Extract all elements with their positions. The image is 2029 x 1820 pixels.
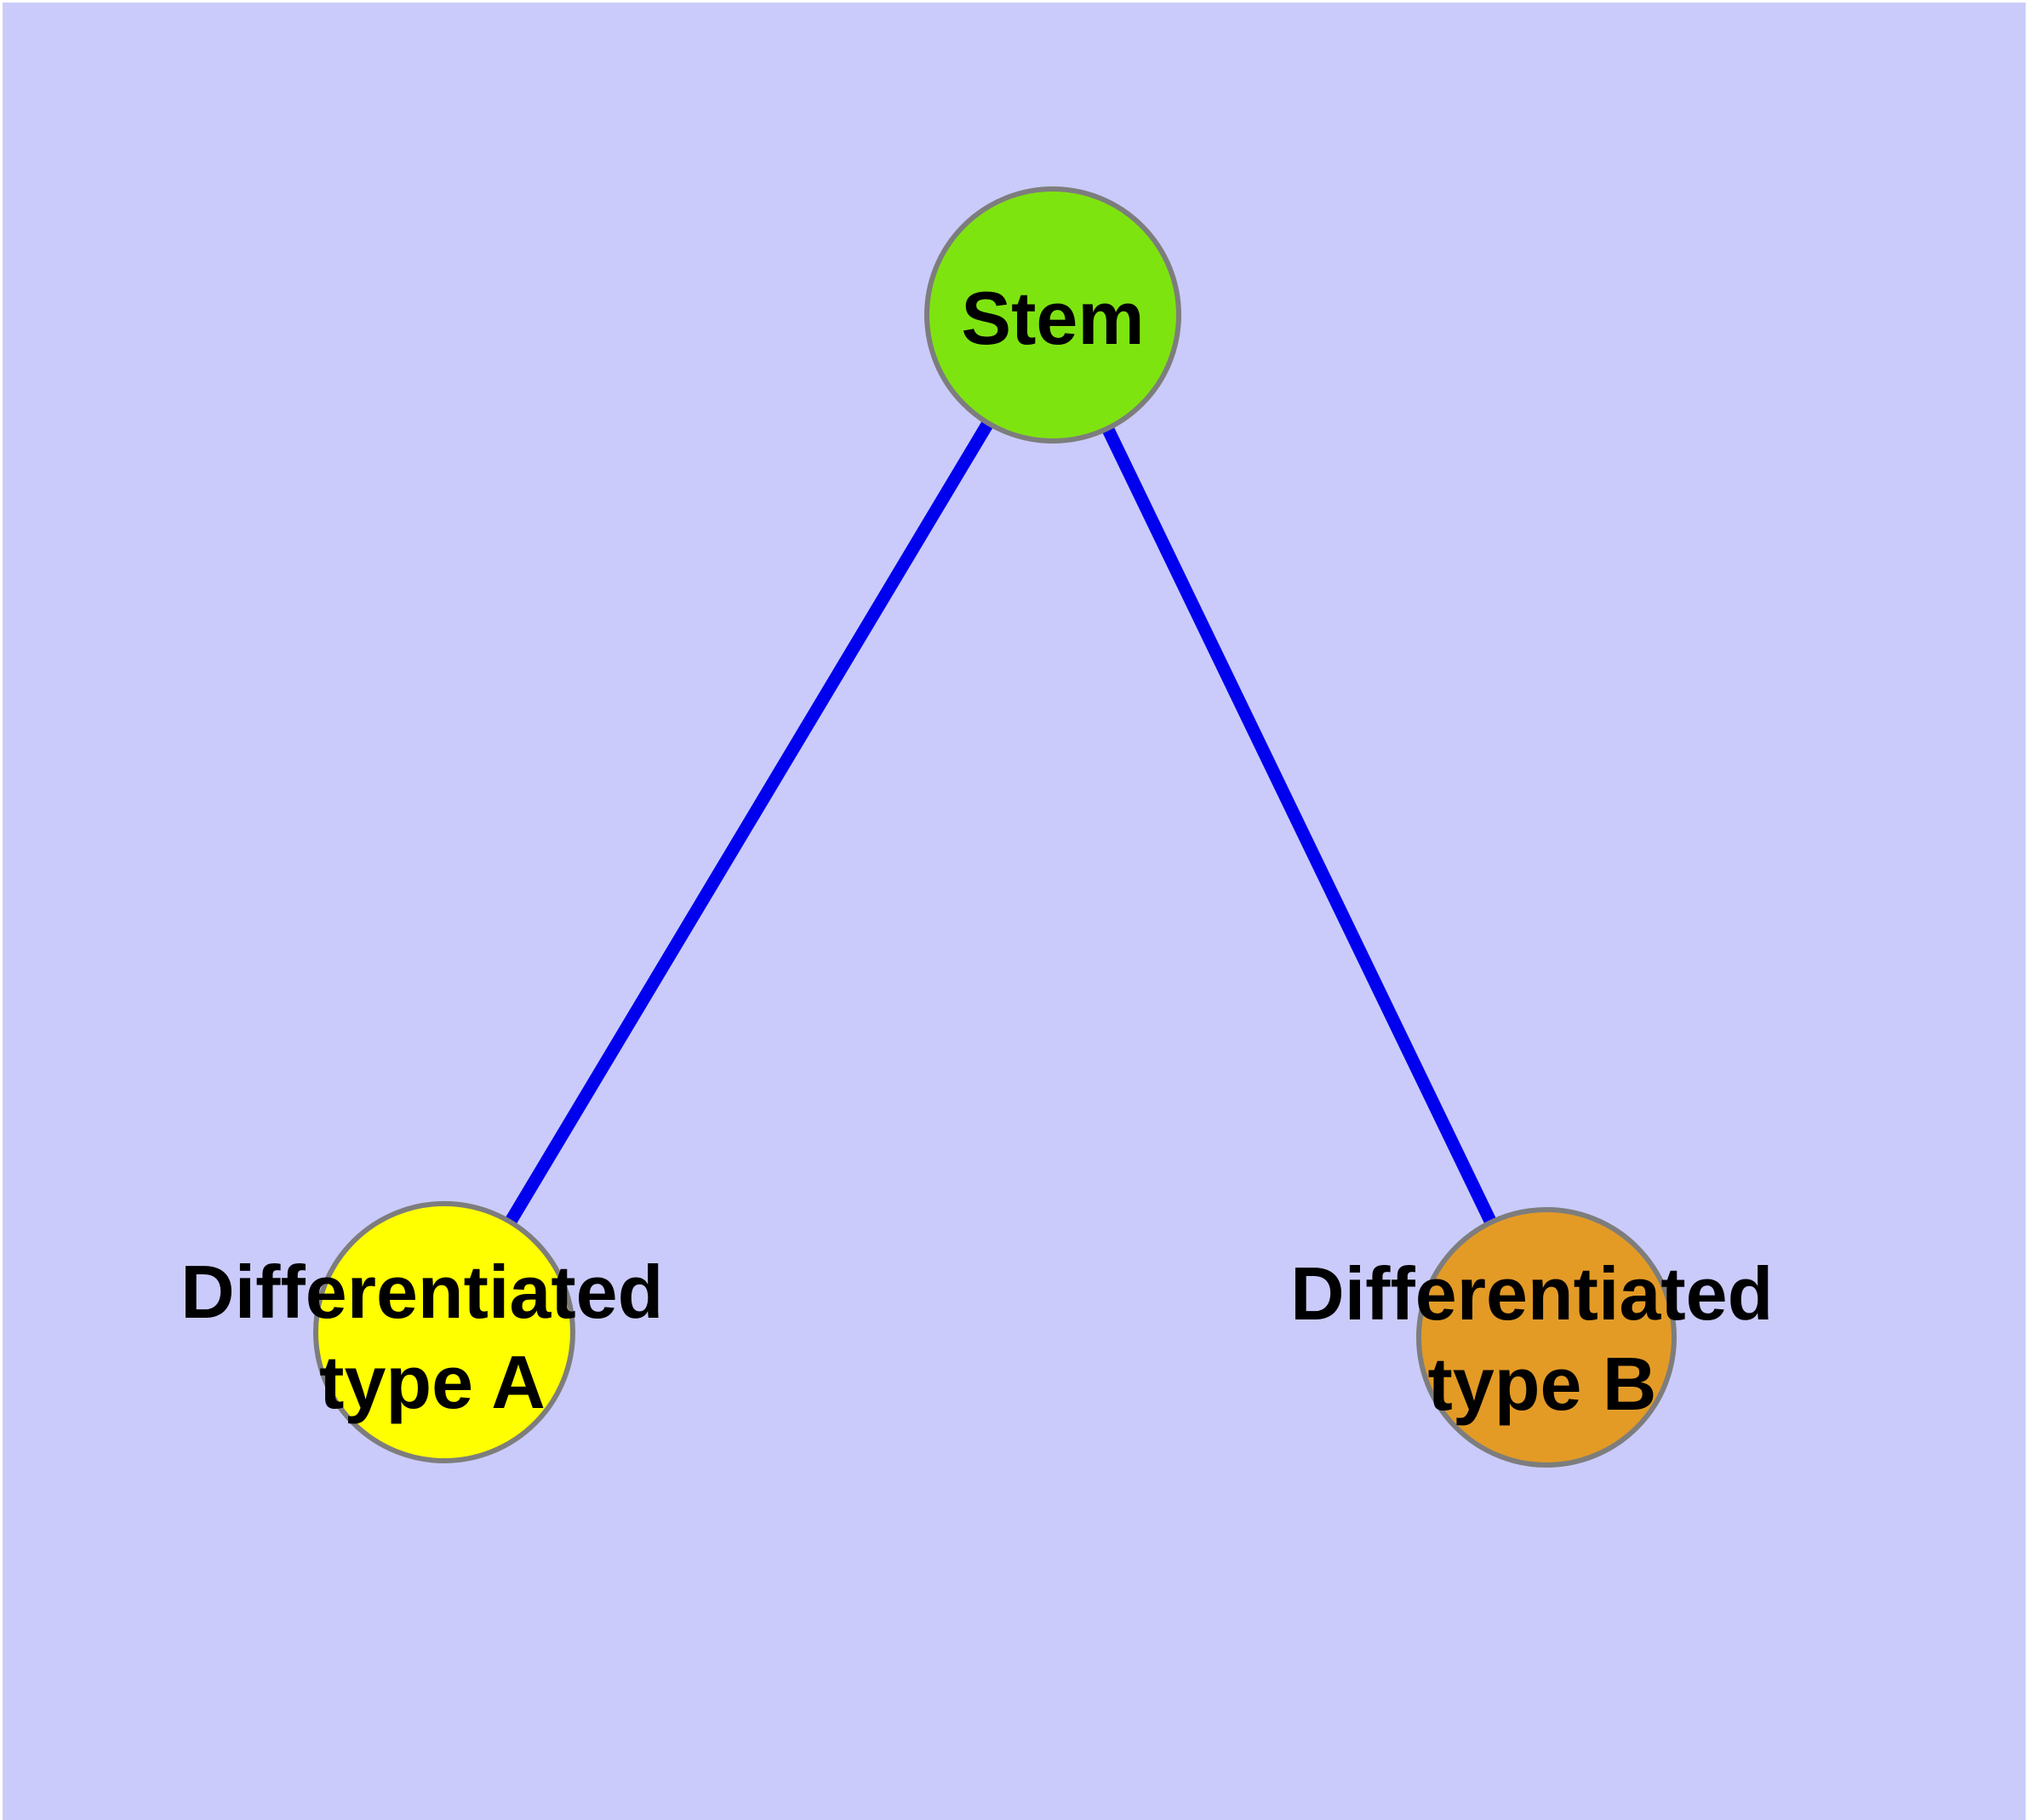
type-b-label-line-2: type B [1428,1342,1657,1426]
type-a-label-line-2: type A [319,1340,546,1424]
node-type-b [1416,1207,1677,1468]
type-b-label-line-1: Differentiated [1290,1251,1773,1336]
type-a-label-line-1: Differentiated [180,1250,663,1334]
edge-stem-to-type-a [438,312,1059,1336]
stem-node-label: Stem [961,276,1144,360]
edge-stem-to-type-b [1047,312,1552,1341]
node-stem [924,186,1181,444]
type-a-node-label: Differentiated type A [180,1250,684,1424]
type-b-node-label: Differentiated type B [1290,1251,1794,1426]
node-type-a [313,1201,575,1463]
